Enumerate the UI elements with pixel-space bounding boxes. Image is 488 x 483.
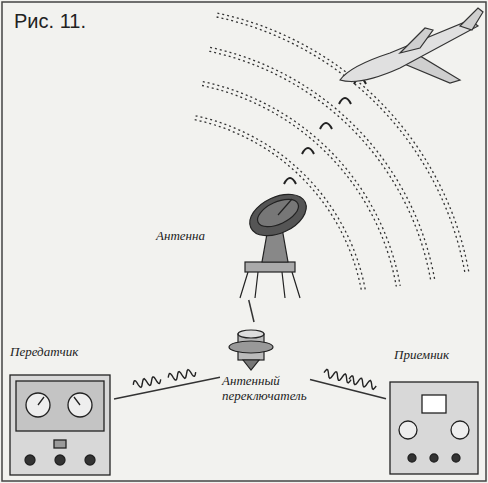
wave-arc [217, 17, 466, 274]
node-label: Передатчик [10, 345, 78, 360]
antenna-dish [243, 186, 313, 244]
antenna-node: Антенна [150, 185, 320, 300]
dial-needles [38, 397, 80, 405]
antenna-drawing [240, 186, 313, 298]
wave-arc [210, 47, 435, 279]
antenna-dish-inner [253, 194, 302, 233]
antenna-switch-drawing [229, 330, 273, 370]
radio-waves [195, 13, 469, 293]
echo-pulses [284, 78, 366, 184]
airplane-fuselage [340, 20, 478, 82]
node-label: Приемник [394, 348, 449, 363]
transmitter-knob [25, 455, 35, 465]
transmitter-knob [85, 455, 95, 465]
antenna-switch-node: Антенный переключатель [220, 322, 310, 414]
wave-symbol [133, 377, 160, 388]
receiver-drawing [390, 382, 478, 474]
wave-arc [196, 116, 366, 292]
switch-cone [243, 360, 259, 370]
echo-pulse [339, 98, 351, 104]
echo-pulse [320, 123, 332, 129]
wave-symbol [349, 376, 376, 390]
wave-symbol [324, 369, 351, 383]
transmitter-cabinet [10, 375, 110, 475]
transmitter-indicator [54, 440, 66, 448]
receiver-knob [408, 454, 416, 462]
wave-arc [195, 120, 362, 293]
wave-arc [202, 86, 396, 287]
transmitter-panel [16, 381, 104, 431]
airplane-tail [460, 8, 483, 30]
echo-pulse [302, 148, 314, 154]
receiver-screen [422, 395, 446, 413]
wire-connector [114, 377, 220, 399]
echo-pulse [284, 178, 296, 184]
figure-title: Рис. 11. [14, 10, 86, 33]
transmitter-knob [55, 455, 65, 465]
airplane [340, 8, 483, 83]
wave-symbol [168, 370, 196, 381]
receiver-cabinet [390, 382, 478, 474]
node-label: Антенна [156, 229, 205, 244]
antenna-base [245, 262, 295, 272]
airplane-wing [400, 28, 433, 53]
switch-top [238, 330, 264, 338]
receiver-dial [399, 421, 417, 439]
receiver-knob [452, 454, 460, 462]
node-label: Антенный переключатель [222, 374, 306, 404]
transmitter-node: Передатчик [8, 343, 114, 477]
receiver-dial [451, 421, 469, 439]
receiver-knob [430, 454, 438, 462]
receiver-node: Приемник [386, 346, 482, 476]
antenna-legs [240, 272, 300, 298]
wave-arc [217, 13, 469, 274]
switch-flange [229, 341, 273, 353]
transmitter-drawing [10, 375, 110, 475]
wave-arc [209, 51, 430, 280]
antenna-feed [278, 199, 292, 215]
wire-connector [249, 300, 254, 322]
wave-arc [203, 82, 400, 286]
